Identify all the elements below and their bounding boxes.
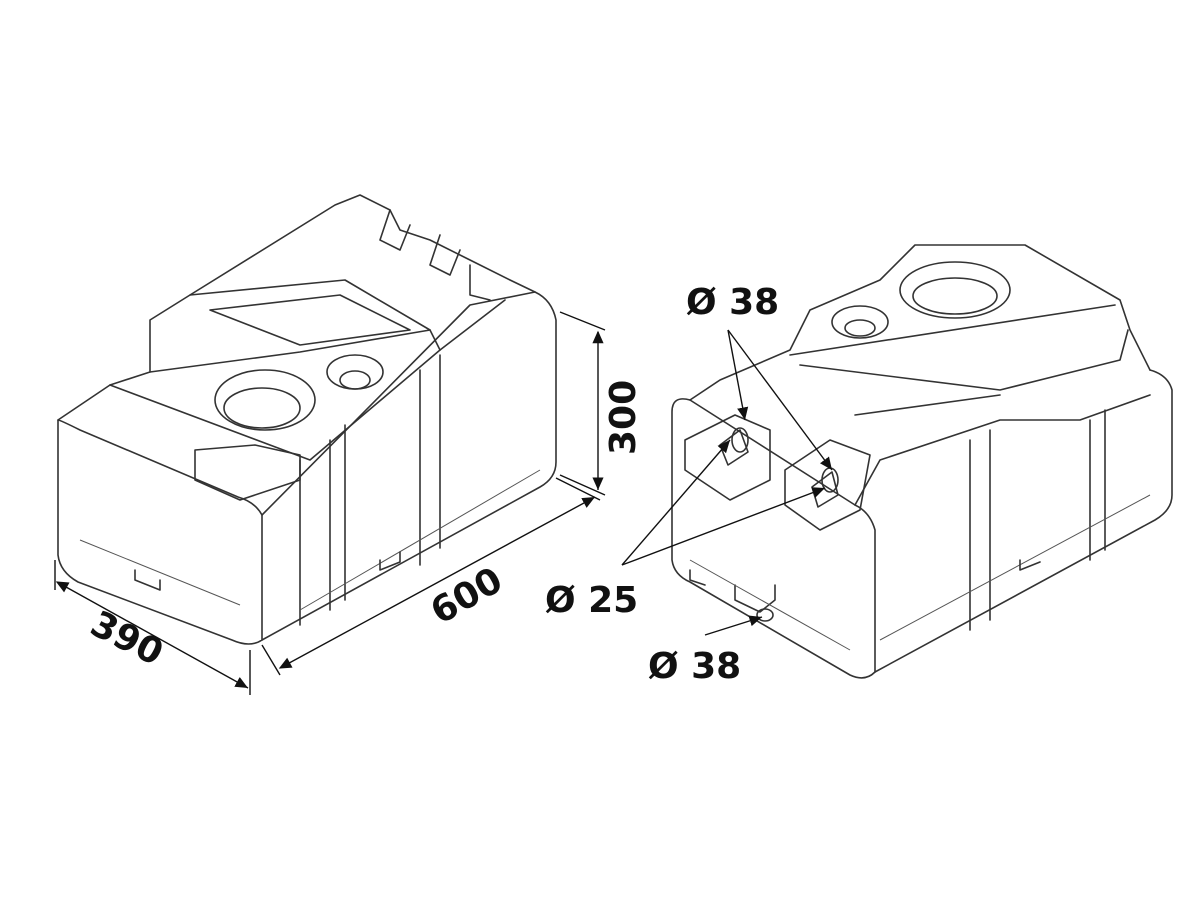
left-tank-front-face <box>57 419 263 645</box>
length-label: 600 <box>424 560 510 633</box>
right-tank-side-face <box>874 369 1173 673</box>
width-label: 390 <box>84 603 170 674</box>
left-tank-top <box>57 194 536 421</box>
length-dimension: 600 <box>261 477 601 676</box>
callout-leaders <box>621 329 833 636</box>
vent-label: Ø 25 <box>545 580 638 621</box>
left-tank-side-face <box>261 291 557 641</box>
width-dimension: 390 <box>54 560 251 695</box>
height-dimension: 300 <box>559 311 644 496</box>
top-outlet-label: Ø 38 <box>686 282 779 323</box>
right-tank-view <box>671 244 1173 679</box>
left-tank-view <box>57 194 557 645</box>
right-tank-front-face <box>671 398 876 679</box>
bottom-outlet-label: Ø 38 <box>648 646 741 687</box>
height-label: 300 <box>603 380 644 455</box>
